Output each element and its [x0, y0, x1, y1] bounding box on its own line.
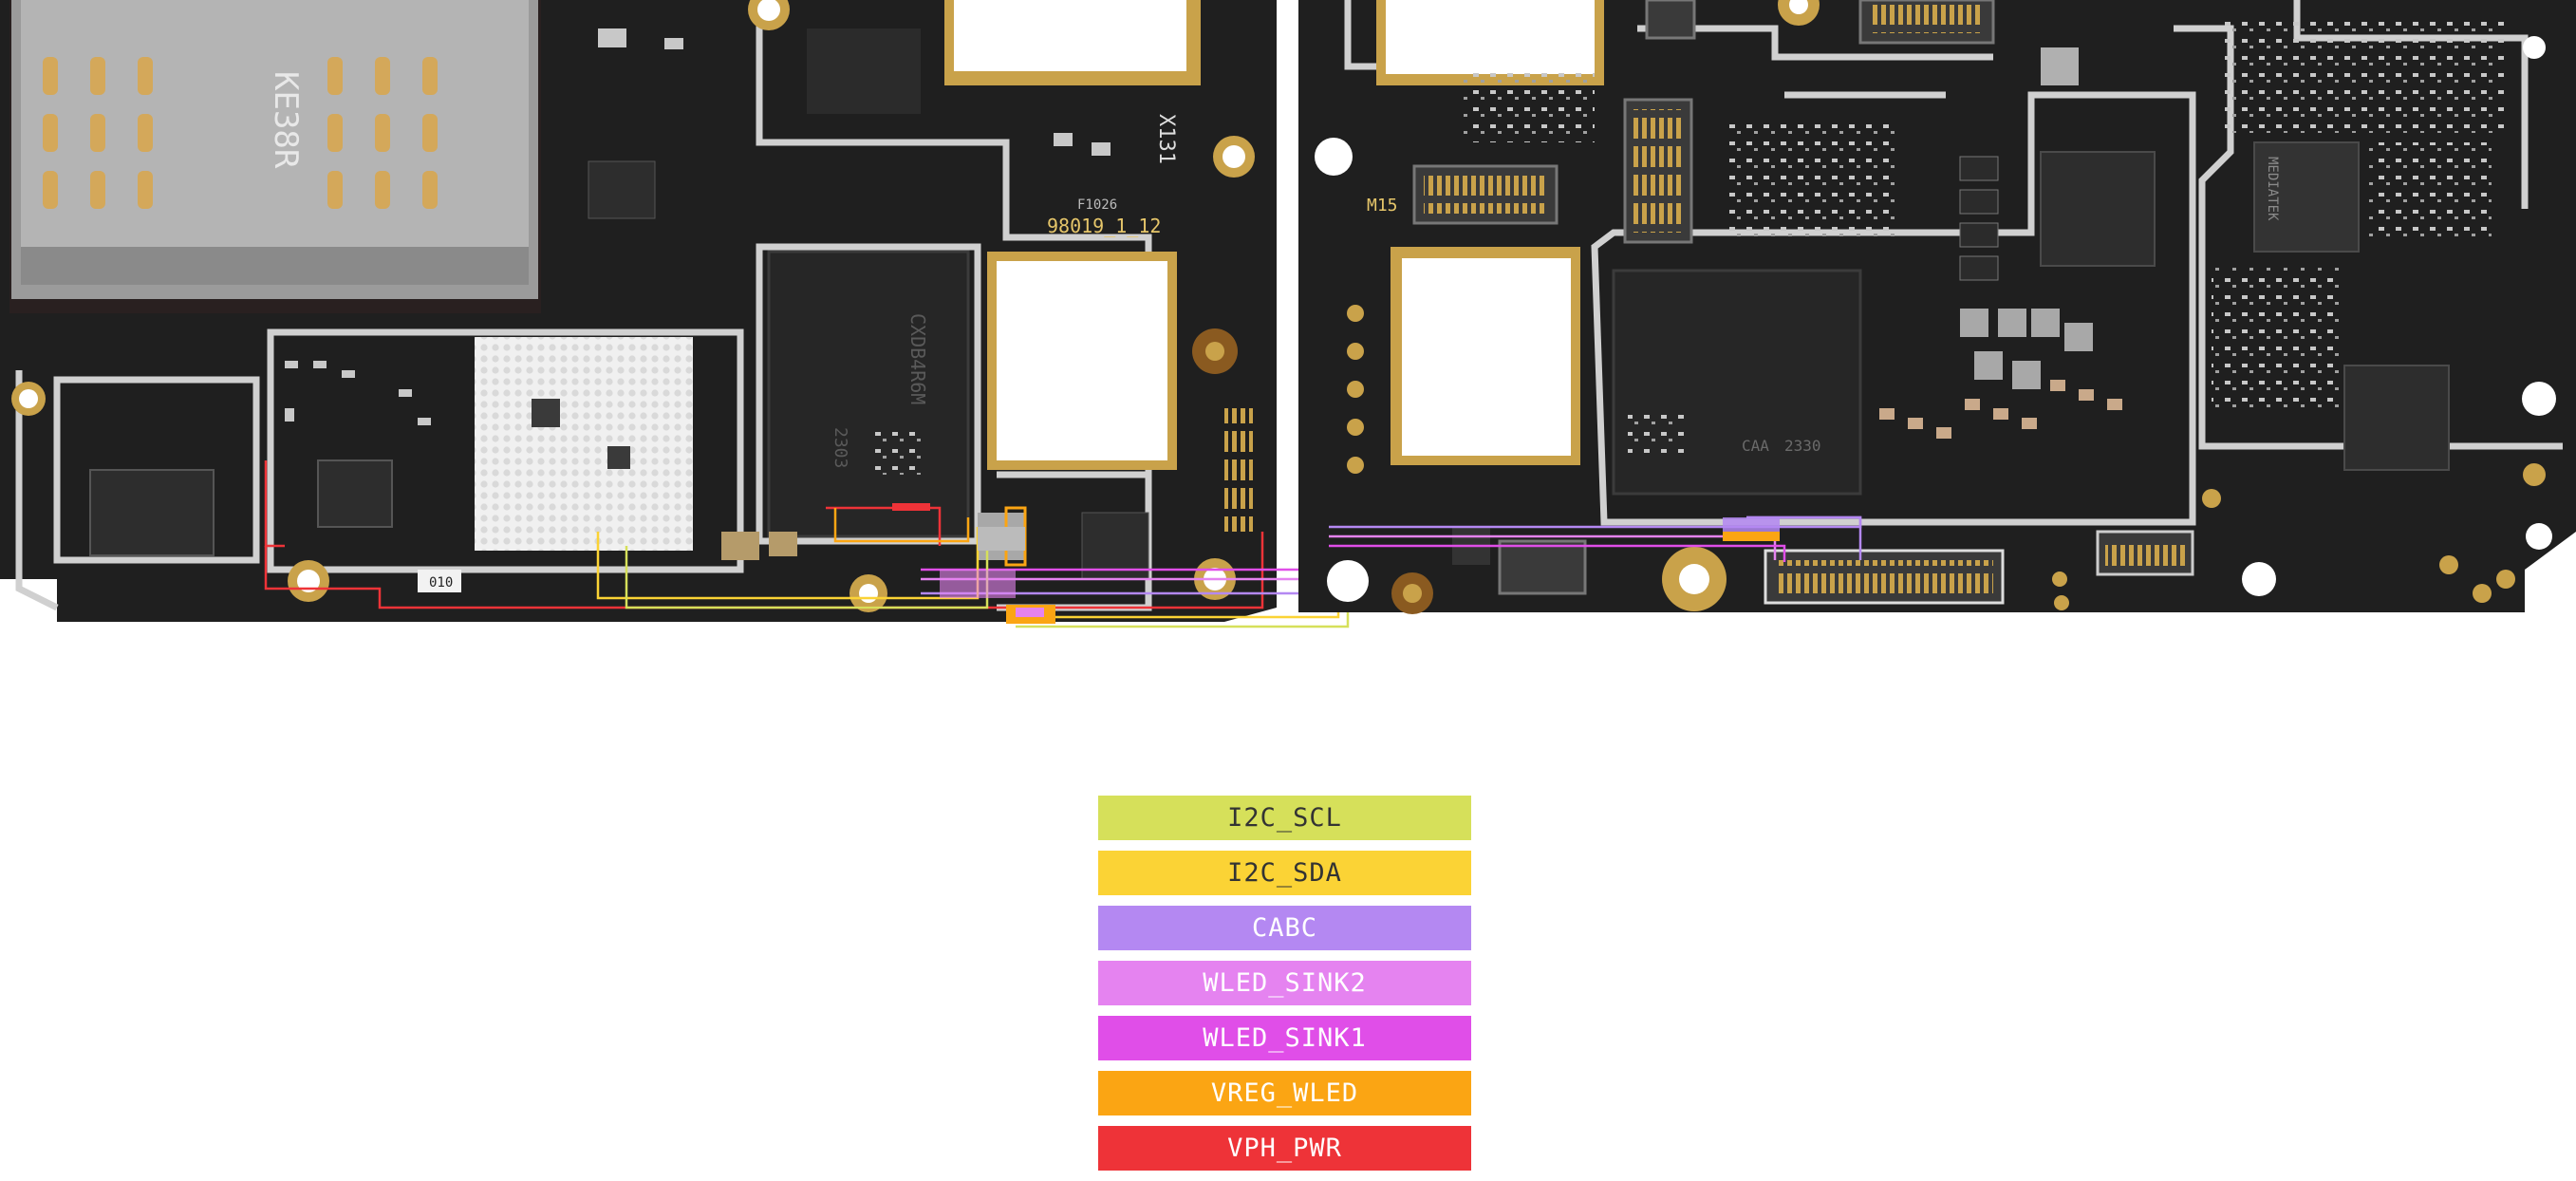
legend-item-wled-sink1: WLED_SINK1: [1098, 1016, 1471, 1060]
legend-item-vreg-wled: VREG_WLED: [1098, 1071, 1471, 1115]
left-board: KE38R CXDB4R6M 2303: [0, 0, 1794, 628]
legend-item-i2c-sda: I2C_SDA: [1098, 851, 1471, 895]
passive-components-right: [1462, 19, 2506, 439]
sim-card-tray: [11, 0, 538, 299]
mediatek-soc: MEDIATEK: [2253, 141, 2360, 253]
mounting-holes-right: [1315, 0, 2556, 614]
pcb-diagram: KE38R CXDB4R6M 2303: [0, 0, 2576, 628]
mounting-holes-left: [11, 0, 1255, 612]
memory-chip: CXDB4R6M 2303: [767, 250, 970, 538]
connectors: [1412, 0, 2194, 605]
component-label-010: 010: [429, 575, 453, 590]
pmic-chip: [89, 469, 215, 556]
board-code-f1026: F1026: [1077, 197, 1117, 213]
svg-text:2303: 2303: [831, 427, 850, 468]
connector-marking-m15: M15: [1367, 196, 1398, 216]
svg-text:CXDB4R6M: CXDB4R6M: [906, 313, 929, 404]
legend-item-wled-sink2: WLED_SINK2: [1098, 961, 1471, 1005]
ufs-memory-chip: CAA 2330: [1612, 269, 1862, 496]
sim-marking: KE38R: [267, 71, 305, 169]
right-board: CAA 2330 MEDIATEK M15: [1298, 0, 2576, 614]
legend-item-vph-pwr: VPH_PWR: [1098, 1126, 1471, 1171]
svg-text:CAA: CAA: [1742, 437, 1769, 455]
board-code-x131: X131: [1154, 114, 1178, 164]
legend-item-cabc: CABC: [1098, 906, 1471, 950]
board-code-serial: 98019_1_12: [1047, 215, 1161, 237]
svg-text:MEDIATEK: MEDIATEK: [2265, 157, 2280, 221]
svg-text:2330: 2330: [1784, 437, 1821, 455]
legend-item-i2c-scl: I2C_SCL: [1098, 796, 1471, 840]
